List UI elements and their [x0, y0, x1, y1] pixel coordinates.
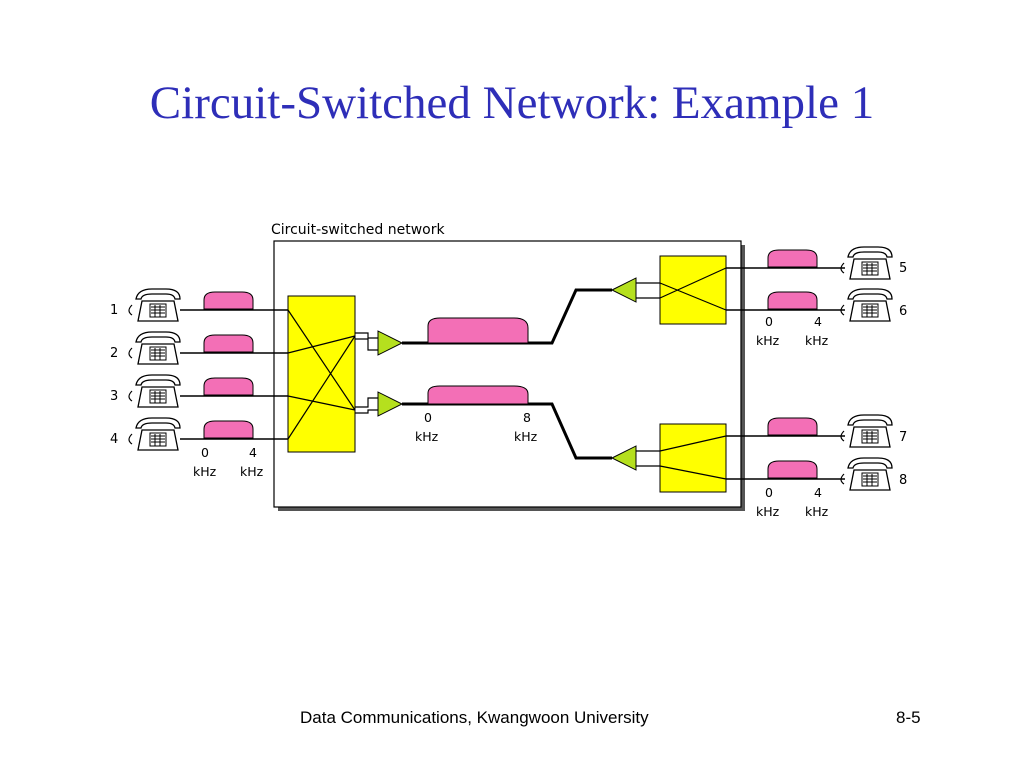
right-bottom-band-high-unit: kHz: [805, 504, 829, 519]
right-bottom-band-high: 4: [814, 485, 822, 500]
phone-icon-5: [840, 246, 893, 280]
right-bottom-band-low: 0: [765, 485, 773, 500]
trunk-band-high-unit: kHz: [514, 429, 538, 444]
phone-icon-2: [128, 331, 181, 365]
trunk-band-low-unit: kHz: [415, 429, 439, 444]
footer-course: Data Communications, Kwangwoon Universit…: [300, 708, 649, 727]
phone-label-4: 4: [110, 432, 118, 447]
phone-icon-4: [128, 417, 181, 451]
trunk-signal-top: [427, 317, 529, 344]
right-top-band-low: 0: [765, 314, 773, 329]
signal-spectrum-2: [203, 334, 254, 353]
right-demultiplexers: [610, 277, 660, 471]
signal-spectrum-5: [767, 249, 818, 268]
phone-icon-7: [840, 414, 893, 448]
signal-spectrum-8: [767, 460, 818, 479]
multiplexer-top: [377, 330, 404, 356]
left-band-high: 4: [249, 445, 257, 460]
phone-label-6: 6: [899, 304, 907, 319]
right-switch-top-connections: [659, 267, 727, 311]
left-multiplexers: [355, 330, 404, 417]
trunk-band-high: 8: [523, 410, 531, 425]
left-band-high-unit: kHz: [240, 464, 264, 479]
phone-label-3: 3: [110, 389, 118, 404]
phone-label-8: 8: [899, 473, 907, 488]
right-top-band-high: 4: [814, 314, 822, 329]
phone-label-1: 1: [110, 303, 118, 318]
phone-icon-1: [128, 288, 181, 322]
signal-spectrum-1: [203, 291, 254, 310]
phone-icon-6: [840, 288, 893, 322]
right-switch-top: [659, 255, 727, 325]
signal-spectrum-3: [203, 377, 254, 396]
network-label: Circuit-switched network: [271, 222, 446, 238]
phone-icon-8: [840, 457, 893, 491]
right-bottom-band-low-unit: kHz: [756, 504, 780, 519]
phone-label-5: 5: [899, 261, 907, 276]
demultiplexer-bottom: [610, 445, 637, 471]
signal-spectrum-4: [203, 420, 254, 439]
phone-label-7: 7: [899, 430, 907, 445]
right-switch-bottom: [659, 423, 727, 493]
left-side: 1 2 3 4 0 4 kHz kHz: [110, 288, 288, 479]
right-top-band-high-unit: kHz: [805, 333, 829, 348]
signal-spectrum-7: [767, 417, 818, 436]
left-switch: [287, 295, 356, 453]
multiplexer-bottom: [377, 391, 404, 417]
right-side: 5 6 7 8 0 4 kHz kHz 0 4 kHz kHz: [726, 246, 907, 519]
demultiplexer-top: [610, 277, 637, 303]
signal-spectrum-6: [767, 291, 818, 310]
trunk-band-low: 0: [424, 410, 432, 425]
left-band-low: 0: [201, 445, 209, 460]
footer-page-number: 8-5: [896, 708, 921, 727]
phone-icon-3: [128, 374, 181, 408]
phone-label-2: 2: [110, 346, 118, 361]
left-band-low-unit: kHz: [193, 464, 217, 479]
right-switch-bottom-connections: [659, 435, 727, 480]
trunk-signal-bottom: [427, 385, 529, 405]
slide-title: Circuit-Switched Network: Example 1: [149, 77, 875, 129]
right-top-band-low-unit: kHz: [756, 333, 780, 348]
left-switch-connections: [287, 309, 356, 440]
